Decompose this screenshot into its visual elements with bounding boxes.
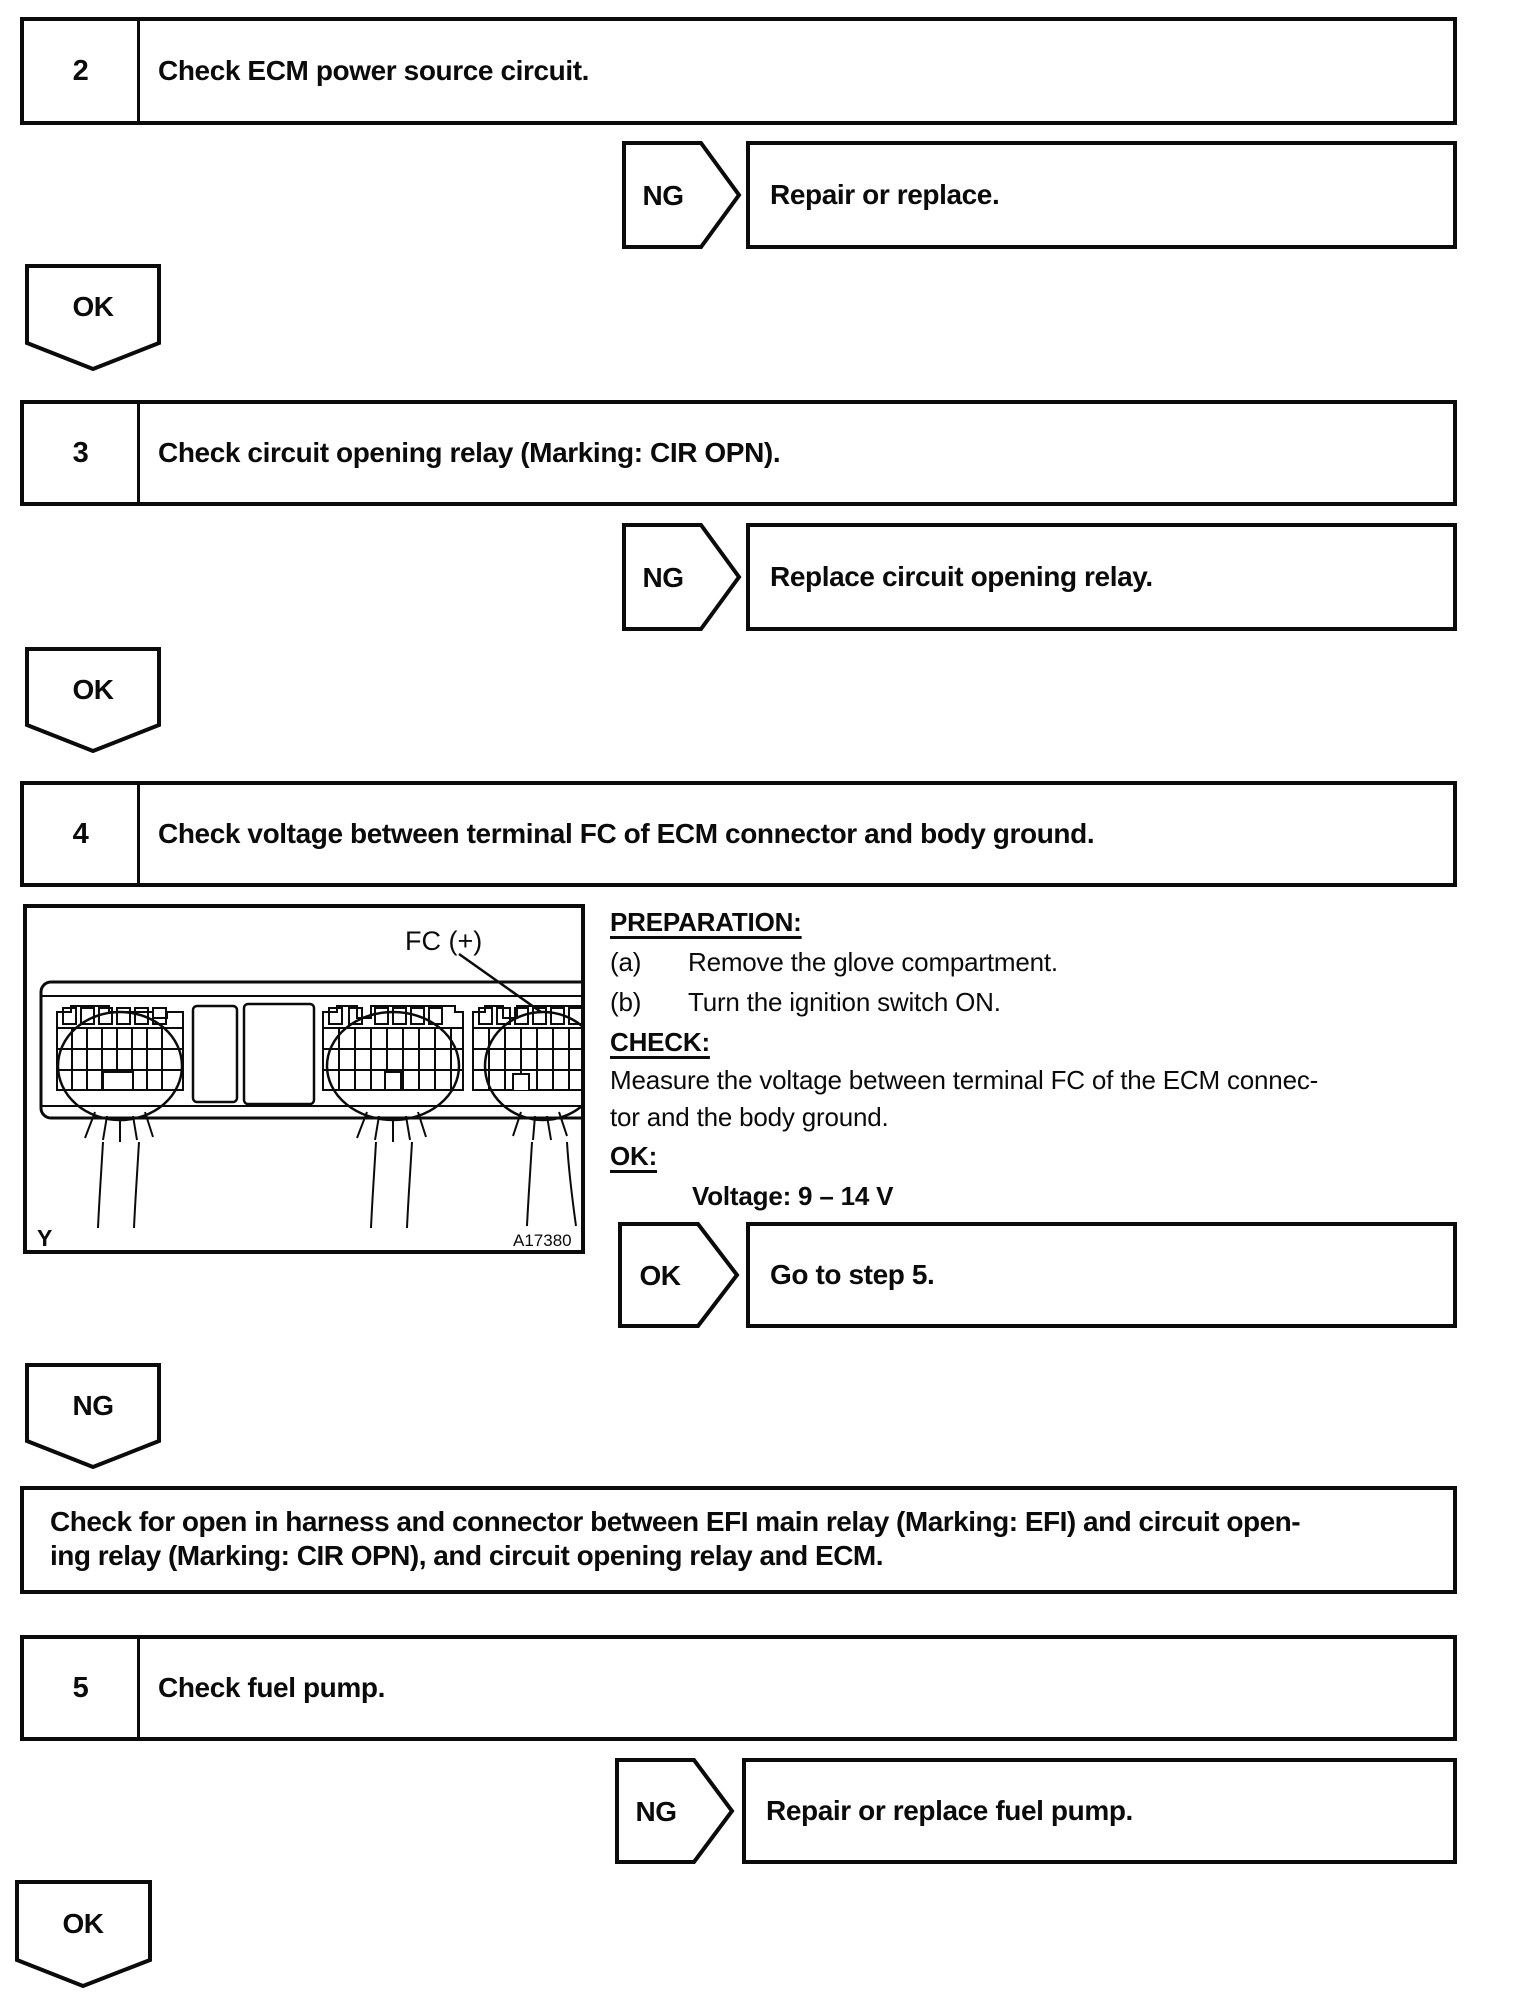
ng-pentagon-shape [25, 1363, 161, 1470]
action-text: Replace circuit opening relay. [770, 561, 1153, 592]
ng-pentagon: NG [622, 523, 742, 631]
action-text: Go to step 5. [770, 1259, 935, 1290]
check-heading: CHECK: [610, 1026, 710, 1057]
step-box-4: 4 Check voltage between terminal FC of E… [20, 781, 1457, 887]
ok-pentagon-shape [618, 1222, 740, 1328]
check-heading-row: CHECK: [610, 1022, 1462, 1062]
item-a-text: Remove the glove compartment. [688, 946, 1058, 977]
ok-pentagon-shape [15, 1880, 152, 1989]
result-box: Check for open in harness and connector … [20, 1486, 1457, 1594]
ok-label: OK [63, 1908, 104, 1939]
ok-pentagon-right: OK [618, 1222, 740, 1328]
item-a-label: (a) [610, 946, 642, 977]
ok-pentagon-down: OK [15, 1880, 152, 1989]
ng-pentagon: NG [622, 141, 742, 249]
connector-illustration: FC (+) Y A17380 [37, 926, 581, 1251]
ng-label: NG [643, 562, 684, 593]
ok-pentagon-shape [25, 264, 161, 372]
step-title: Check fuel pump. [158, 1672, 385, 1703]
check-text-line2: tor and the body ground. [610, 1102, 889, 1132]
step-number: 3 [24, 404, 140, 502]
result-line2: ing relay (Marking: CIR OPN), and circui… [50, 1540, 884, 1571]
ok-pentagon-down: OK [25, 647, 161, 754]
action-box: Repair or replace. [746, 141, 1457, 249]
preparation-heading-row: PREPARATION: [610, 902, 1462, 942]
instruction-item-b: (b) Turn the ignition switch ON. [610, 982, 1462, 1022]
step-title: Check ECM power source circuit. [158, 55, 590, 86]
ng-label: NG [643, 180, 684, 211]
instruction-item-a: (a) Remove the glove compartment. [610, 942, 1462, 982]
ok-heading: OK: [610, 1140, 658, 1171]
check-text-line1: Measure the voltage between terminal FC … [610, 1065, 1319, 1095]
ok-spec: Voltage: 9 – 14 V [692, 1180, 894, 1211]
ok-pentagon-shape [25, 647, 161, 754]
ng-pentagon-shape [622, 523, 742, 631]
figure-corner-label: Y [37, 1225, 52, 1251]
ok-heading-row: OK: [610, 1136, 1462, 1176]
action-text: Repair or replace. [770, 179, 1000, 210]
ok-pentagon-down: OK [25, 264, 161, 372]
step-number: 4 [24, 785, 140, 883]
ng-pentagon-shape [615, 1758, 735, 1864]
action-box: Repair or replace fuel pump. [742, 1758, 1457, 1864]
ok-label: OK [73, 291, 114, 322]
ng-pentagon-shape [622, 141, 742, 249]
ok-label: OK [73, 674, 114, 705]
action-text: Repair or replace fuel pump. [766, 1795, 1133, 1826]
instruction-column: PREPARATION: (a) Remove the glove compar… [610, 902, 1462, 1216]
item-b-text: Turn the ignition switch ON. [688, 986, 1001, 1017]
ng-label: NG [73, 1390, 114, 1421]
pin-label: FC (+) [405, 926, 482, 956]
step-title: Check voltage between terminal FC of ECM… [158, 818, 1095, 849]
preparation-heading: PREPARATION: [610, 906, 802, 937]
step-number: 5 [24, 1639, 140, 1737]
ng-pentagon-down: NG [25, 1363, 161, 1470]
figure-id: A17380 [513, 1231, 572, 1250]
step-box-5: 5 Check fuel pump. [20, 1635, 1457, 1741]
step-box-3: 3 Check circuit opening relay (Marking: … [20, 400, 1457, 506]
item-b-label: (b) [610, 986, 642, 1017]
ng-label: NG [636, 1796, 677, 1827]
step-number: 2 [24, 21, 140, 121]
action-box: Go to step 5. [746, 1222, 1457, 1328]
figure-box: FC (+) Y A17380 [23, 904, 585, 1254]
ng-pentagon: NG [615, 1758, 735, 1864]
ok-label: OK [640, 1260, 681, 1291]
step-box-2: 2 Check ECM power source circuit. [20, 17, 1457, 125]
step-title: Check circuit opening relay (Marking: CI… [158, 437, 781, 468]
action-box: Replace circuit opening relay. [746, 523, 1457, 631]
result-line1: Check for open in harness and connector … [50, 1506, 1301, 1537]
